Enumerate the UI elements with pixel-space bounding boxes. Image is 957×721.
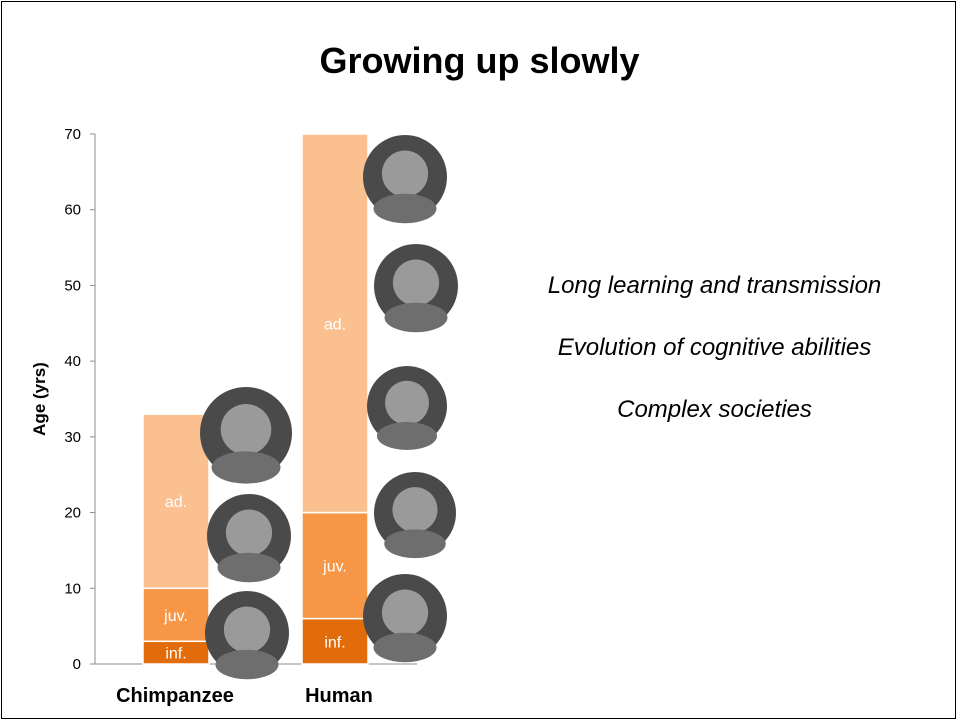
chimpanzee-infant-photo-shoulders: [215, 649, 279, 680]
y-tick-label: 60: [64, 202, 81, 219]
note-cognition: Evolution of cognitive abilities: [557, 334, 872, 361]
note-learning: Long learning and transmission: [547, 272, 882, 299]
chimpanzee-adult-photo-shoulders: [211, 451, 281, 484]
chimpanzee-juvenile-photo-shoulders: [217, 552, 281, 583]
human-infant-photo-face: [381, 589, 429, 636]
bar-label-chimpanzee-inf: inf.: [165, 646, 186, 663]
note-societies: Complex societies: [617, 396, 812, 423]
human-child-photo: [374, 472, 456, 559]
y-tick-label: 10: [64, 580, 81, 597]
human-elder-photo-shoulders: [373, 193, 437, 224]
bar-label-human-ad: ad.: [324, 316, 346, 333]
y-tick-label: 50: [64, 277, 81, 294]
human-adult-photo: [374, 244, 458, 333]
notes-list: Long learning and transmission Evolution…: [542, 270, 887, 456]
chimpanzee-adult-photo: [200, 387, 292, 484]
y-tick-label: 0: [73, 656, 81, 673]
human-adult-photo-shoulders: [384, 302, 448, 333]
chimpanzee-infant-photo: [205, 591, 289, 680]
bar-label-human-juv: juv.: [322, 559, 347, 576]
chimpanzee-adult-photo-face: [220, 404, 272, 455]
chimpanzee-juvenile-photo-face: [225, 509, 273, 556]
slide-title: Growing up slowly: [319, 40, 640, 81]
bar-human-ad: [301, 133, 369, 514]
y-tick-label: 30: [64, 429, 81, 446]
chimpanzee-juvenile-photo: [207, 494, 291, 583]
human-teen-photo-shoulders: [377, 422, 437, 450]
x-tick-label-human: Human: [305, 685, 373, 707]
bar-label-chimpanzee-juv: juv.: [163, 608, 188, 625]
y-axis-label: Age (yrs): [30, 362, 49, 436]
human-elder-photo: [363, 135, 447, 224]
bar-human-juv: [301, 511, 369, 620]
human-infant-photo: [363, 574, 447, 663]
human-child-photo-face: [392, 487, 438, 533]
bar-label-human-inf: inf.: [324, 634, 345, 651]
bar-chimpanzee-juv: [142, 587, 210, 643]
bar-chimpanzee-ad: [142, 413, 210, 590]
human-teen-photo-face: [385, 380, 429, 425]
y-tick-label: 40: [64, 353, 81, 370]
human-elder-photo-face: [381, 150, 429, 197]
human-child-photo-shoulders: [384, 529, 446, 559]
chimpanzee-infant-photo-face: [223, 606, 271, 653]
y-tick-label: 70: [64, 126, 81, 143]
human-teen-photo: [367, 366, 447, 450]
human-infant-photo-shoulders: [373, 632, 437, 663]
chart-photos: [200, 135, 458, 680]
chart-bars: inf. juv. ad. inf. juv. ad.: [142, 133, 369, 665]
human-adult-photo-face: [392, 259, 440, 306]
y-tick-label: 20: [64, 505, 81, 522]
x-tick-label-chimpanzee: Chimpanzee: [116, 685, 234, 707]
bar-label-chimpanzee-ad: ad.: [165, 494, 187, 511]
